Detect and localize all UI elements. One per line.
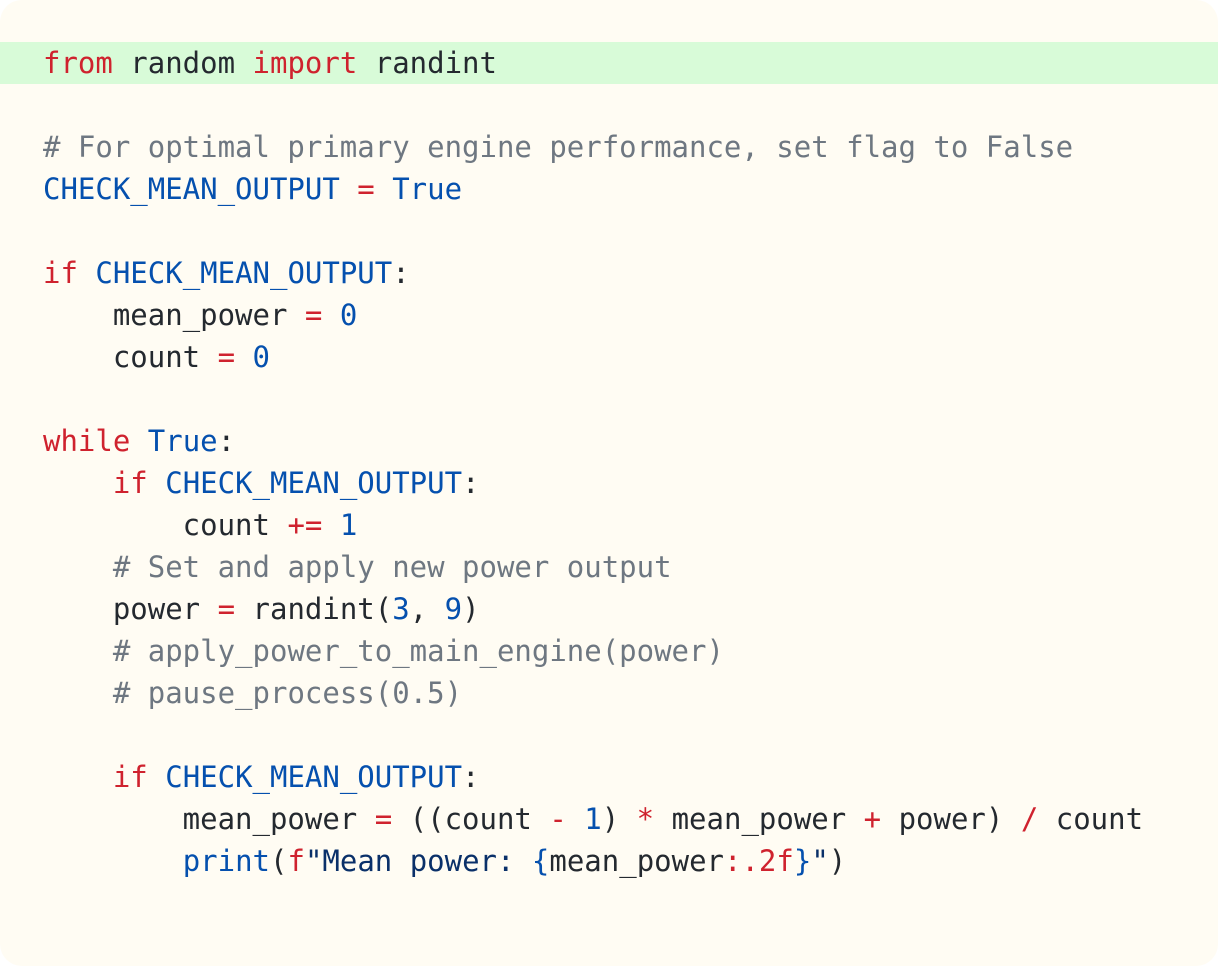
code-line-5: ​ — [0, 210, 1218, 252]
code-token: ((count — [392, 802, 550, 836]
code-token: print — [182, 844, 270, 878]
code-token: * — [636, 802, 655, 836]
code-token: 3 — [392, 592, 410, 626]
code-token — [43, 634, 113, 668]
code-token: ) — [601, 802, 637, 836]
code-token — [340, 172, 357, 206]
code-token: } — [793, 844, 812, 878]
code-line-17: ​ — [0, 714, 1218, 756]
code-line-8: count = 0 — [0, 336, 1218, 378]
code-token: randint — [357, 46, 497, 80]
code-line-1: from random import randint — [0, 42, 1218, 84]
code-token: # pause_process(0.5) — [112, 676, 463, 710]
code-line-19: mean_power = ((count - 1) * mean_power +… — [0, 798, 1218, 840]
code-token — [43, 550, 113, 584]
code-token: " — [811, 844, 829, 878]
code-token: = — [217, 340, 236, 374]
code-token: 9 — [444, 592, 463, 626]
code-token: randint( — [235, 592, 393, 626]
code-token: + — [863, 802, 882, 836]
code-token: 0 — [339, 298, 358, 332]
code-token — [567, 802, 584, 836]
code-token: power) — [881, 802, 1021, 836]
code-token: 1 — [339, 508, 358, 542]
code-token: if — [112, 466, 148, 500]
code-line-10: while True: — [0, 420, 1218, 462]
code-token: mean_power — [549, 844, 724, 878]
code-token: : — [217, 424, 236, 458]
code-line-14: power = randint(3, 9) — [0, 588, 1218, 630]
code-token — [43, 844, 183, 878]
code-token: count — [43, 508, 288, 542]
code-token: = — [217, 592, 236, 626]
code-token: power — [43, 592, 218, 626]
code-line-2: ​ — [0, 84, 1218, 126]
code-token: True — [392, 172, 463, 206]
code-token — [43, 466, 113, 500]
code-line-15: # apply_power_to_main_engine(power) — [0, 630, 1218, 672]
code-token: if — [43, 256, 78, 290]
code-token: f — [287, 844, 305, 878]
code-token — [148, 466, 165, 500]
code-token: = — [374, 802, 393, 836]
code-token: / — [1020, 802, 1039, 836]
code-token: count — [43, 340, 218, 374]
code-token — [322, 298, 339, 332]
code-line-9: ​ — [0, 378, 1218, 420]
code-line-4: CHECK_MEAN_OUTPUT = True — [0, 168, 1218, 210]
code-token — [375, 172, 392, 206]
code-token — [130, 424, 147, 458]
code-area[interactable]: from random import randint​# For optimal… — [0, 42, 1218, 882]
code-token — [78, 256, 95, 290]
code-token: CHECK_MEAN_OUTPUT — [165, 760, 463, 794]
code-token: mean_power — [43, 298, 305, 332]
code-token — [148, 760, 165, 794]
code-token: 1 — [584, 802, 602, 836]
code-token: : — [462, 760, 480, 794]
code-token: - — [549, 802, 567, 836]
code-token: # apply_power_to_main_engine(power) — [112, 634, 724, 668]
code-token — [322, 508, 339, 542]
code-token — [43, 676, 113, 710]
code-line-7: mean_power = 0 — [0, 294, 1218, 336]
code-token: ( — [270, 844, 288, 878]
code-token — [43, 760, 113, 794]
code-token: # For optimal primary engine performance… — [43, 130, 1074, 164]
code-token: 0 — [252, 340, 271, 374]
code-token: , — [409, 592, 445, 626]
code-line-18: if CHECK_MEAN_OUTPUT: — [0, 756, 1218, 798]
code-token: { — [531, 844, 550, 878]
code-token: = — [304, 298, 323, 332]
code-token: CHECK_MEAN_OUTPUT — [165, 466, 463, 500]
code-token: CHECK_MEAN_OUTPUT — [95, 256, 393, 290]
code-line-12: count += 1 — [0, 504, 1218, 546]
code-token: CHECK_MEAN_OUTPUT — [43, 172, 340, 206]
code-token: while — [43, 424, 131, 458]
code-token: random — [112, 46, 253, 80]
code-token: mean_power — [654, 802, 864, 836]
code-token: from — [43, 46, 113, 80]
code-line-6: if CHECK_MEAN_OUTPUT: — [0, 252, 1218, 294]
code-token: :.2f — [724, 844, 794, 878]
code-token: ) — [828, 844, 847, 878]
code-line-16: # pause_process(0.5) — [0, 672, 1218, 714]
code-token: "Mean power: — [304, 844, 532, 878]
code-line-11: if CHECK_MEAN_OUTPUT: — [0, 462, 1218, 504]
code-line-20: print(f"Mean power: {mean_power:.2f}") — [0, 840, 1218, 882]
code-token: import — [252, 46, 358, 80]
code-token: True — [147, 424, 218, 458]
code-line-3: # For optimal primary engine performance… — [0, 126, 1218, 168]
code-token: if — [112, 760, 148, 794]
code-token: = — [357, 172, 375, 206]
code-token: mean_power — [43, 802, 375, 836]
code-line-13: # Set and apply new power output — [0, 546, 1218, 588]
code-token: ) — [462, 592, 480, 626]
code-token: += — [287, 508, 323, 542]
code-token: # Set and apply new power output — [112, 550, 672, 584]
code-token: : — [392, 256, 410, 290]
code-token: : — [462, 466, 480, 500]
code-token — [235, 340, 252, 374]
code-token: count — [1038, 802, 1144, 836]
